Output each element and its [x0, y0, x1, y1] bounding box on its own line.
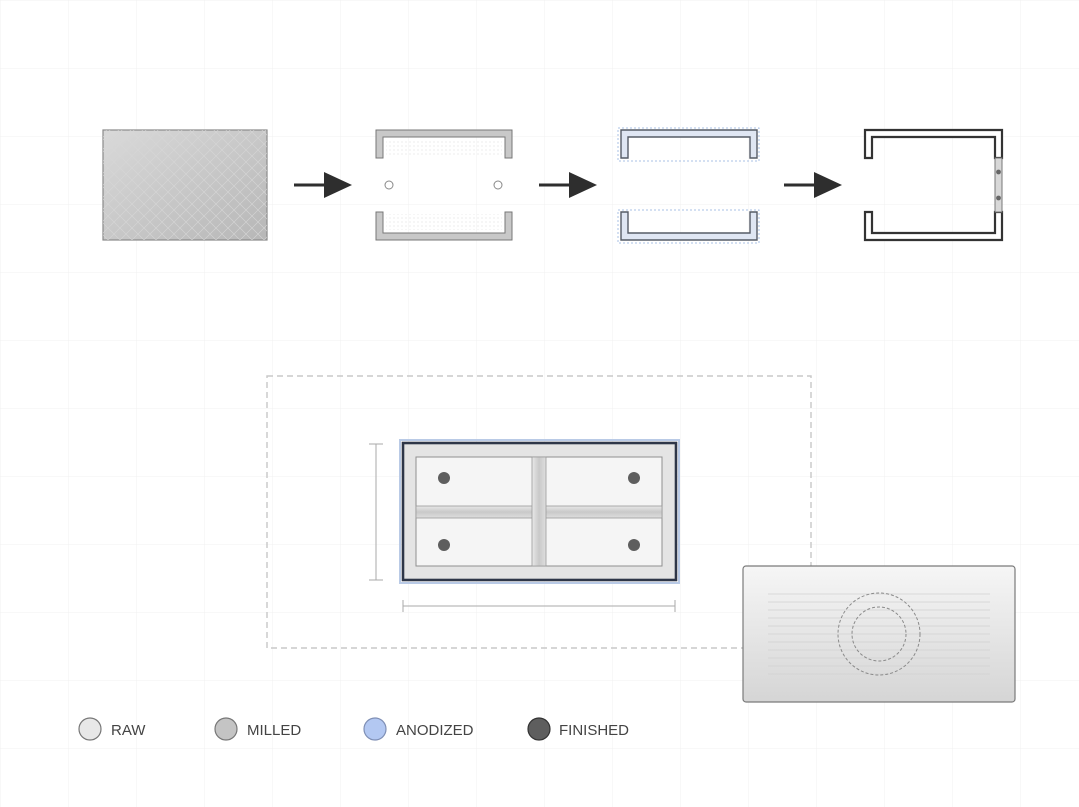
mounting-hole	[384, 180, 394, 190]
milled-channel	[375, 129, 513, 241]
anodized-channel	[617, 127, 760, 244]
flow-arrow	[784, 172, 842, 198]
vertical-rib	[531, 456, 547, 567]
legend-label-milled: MILLED	[247, 722, 301, 739]
bore-inner-circle	[851, 606, 907, 662]
process-flow	[102, 127, 1004, 244]
finished-channel	[863, 128, 1004, 242]
legend-swatch-anodized	[363, 717, 387, 741]
rivet	[996, 169, 1001, 175]
legend-label-raw: RAW	[111, 722, 146, 739]
legend-item-finished: FINISHED	[527, 717, 629, 741]
bolt	[438, 539, 450, 551]
legend: RAW MILLED ANODIZED FINISHED	[78, 717, 629, 741]
assembled-frame	[399, 439, 680, 584]
brushed-plate	[742, 565, 1016, 703]
raw-stock-block	[102, 129, 268, 241]
bolt	[628, 539, 640, 551]
width-dimension-line	[402, 600, 676, 612]
bore-outer-circle	[837, 592, 921, 676]
legend-swatch-raw	[78, 717, 102, 741]
legend-label-anodized: ANODIZED	[396, 722, 474, 739]
rivet	[996, 195, 1001, 201]
legend-swatch-finished	[527, 717, 551, 741]
assembly-detail	[266, 375, 1016, 703]
bolt	[438, 472, 450, 484]
side-plate	[994, 157, 1003, 213]
mounting-hole	[493, 180, 503, 190]
legend-item-anodized: ANODIZED	[363, 717, 474, 741]
flow-arrow	[539, 172, 597, 198]
height-dimension-line	[369, 443, 383, 581]
legend-label-finished: FINISHED	[559, 722, 629, 739]
legend-item-milled: MILLED	[214, 717, 301, 741]
assembly-boundary	[266, 375, 812, 649]
bolt	[628, 472, 640, 484]
legend-item-raw: RAW	[78, 717, 146, 741]
flow-arrow	[294, 172, 352, 198]
legend-swatch-milled	[214, 717, 238, 741]
